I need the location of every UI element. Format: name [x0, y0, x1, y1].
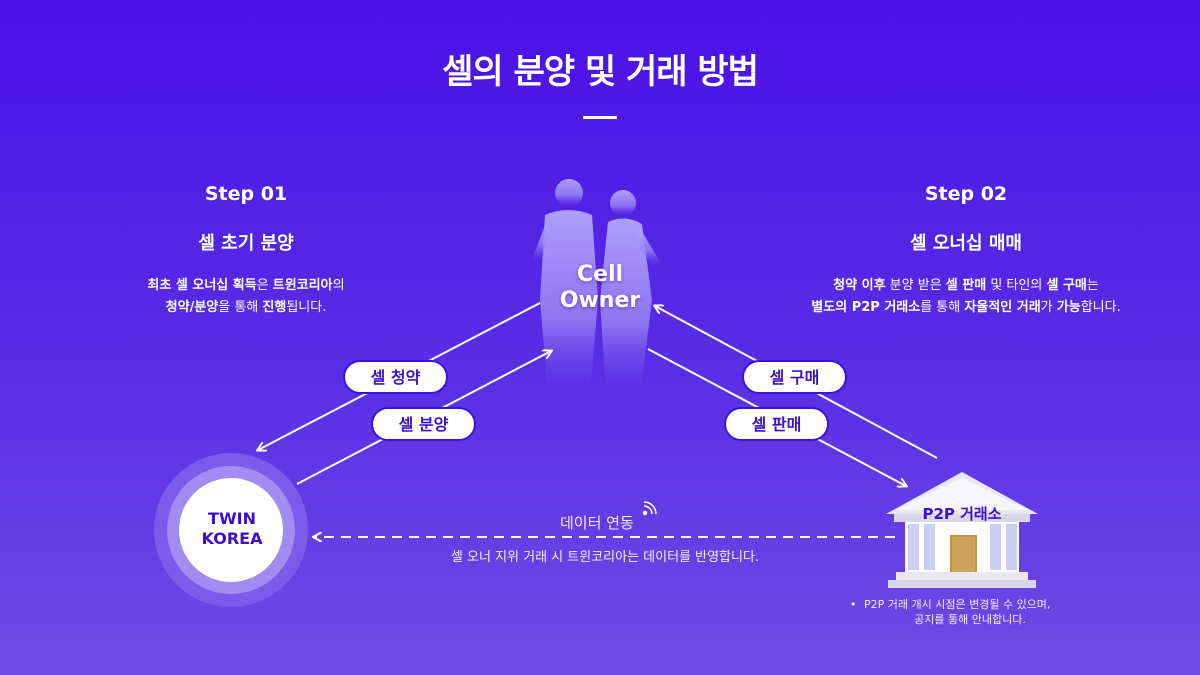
pill-subscribe: 셀 청약	[343, 360, 448, 394]
cell-owner-label-line1: Cell	[576, 262, 624, 287]
desc-text: 트윈코리아	[272, 278, 333, 293]
pill-sell: 셀 판매	[724, 407, 829, 441]
twin-korea-line1: TWIN	[208, 509, 256, 528]
pill-buy: 셀 구매	[742, 360, 847, 394]
twin-korea-line2: KOREA	[201, 529, 263, 548]
bank-building-icon	[886, 472, 1038, 588]
step-02-subtitle: 셀 오너십 매매	[910, 233, 1022, 254]
desc-text: 합니다.	[1080, 300, 1121, 315]
desc-text: 셀 구매	[1046, 278, 1087, 293]
twin-korea-label: TWIN KOREA	[182, 509, 282, 549]
desc-text: 가능	[1056, 300, 1081, 315]
data-sync-description: 셀 오너 지위 거래 시 트윈코리아는 데이터를 반영합니다.	[450, 550, 760, 565]
note-line2: 공지를 통해 안내합니다.	[914, 613, 1026, 626]
desc-text: 자율적인 거래	[964, 300, 1041, 315]
cell-owner-label-line2: Owner	[559, 288, 641, 313]
desc-text: 분양 받은	[885, 278, 946, 293]
bullet-dot: •	[850, 598, 857, 611]
step-01-description: 최초 셀 오너십 획득은 트윈코리아의 청약/분양을 통해 진행됩니다.	[56, 275, 436, 319]
signal-icon	[642, 501, 657, 516]
desc-text: 청약/분양	[165, 300, 219, 315]
step-02-block: Step 02 셀 오너십 매매 청약 이후 분양 받은 셀 판매 및 타인의 …	[736, 183, 1196, 319]
step-01-block: Step 01 셀 초기 분양 최초 셀 오너십 획득은 트윈코리아의 청약/분…	[56, 183, 436, 319]
desc-text: 별도의 P2P 거래소	[811, 300, 921, 315]
note-line1: P2P 거래 개시 시점은 변경될 수 있으며,	[864, 598, 1051, 611]
desc-text: 의	[332, 278, 345, 293]
step-01-subtitle: 셀 초기 분양	[198, 233, 294, 254]
page-title: 셀의 분양 및 거래 방법	[442, 52, 759, 92]
desc-text: 및 타인의	[986, 278, 1047, 293]
desc-text: 진행	[262, 300, 287, 315]
owner-silhouette-icon	[532, 179, 660, 395]
pill-allot: 셀 분양	[371, 407, 476, 441]
desc-text: 는	[1086, 278, 1099, 293]
title-divider	[583, 116, 617, 119]
desc-text: 셀 판매	[945, 278, 987, 293]
step-01-number: Step 01	[204, 183, 288, 205]
desc-text: 됩니다.	[286, 300, 327, 315]
desc-text: 청약 이후	[833, 278, 886, 293]
step-02-description: 청약 이후 분양 받은 셀 판매 및 타인의 셀 구매는 별도의 P2P 거래소…	[736, 275, 1196, 319]
desc-text: 최초	[147, 278, 176, 293]
exchange-note: • P2P 거래 개시 시점은 변경될 수 있으며, 공지를 통해 안내합니다.	[850, 597, 1090, 627]
desc-text: 은	[256, 278, 273, 293]
cell-owner-label: Cell Owner	[530, 262, 670, 314]
desc-text: 셀 오너십 획득	[175, 278, 257, 293]
data-sync-title: 데이터 연동	[560, 514, 634, 532]
desc-text: 가	[1040, 300, 1057, 315]
step-02-number: Step 02	[924, 183, 1008, 205]
desc-text: 을 통해	[218, 300, 263, 315]
desc-text: 를 통해	[920, 300, 965, 315]
p2p-exchange-label: P2P 거래소	[922, 505, 1002, 523]
